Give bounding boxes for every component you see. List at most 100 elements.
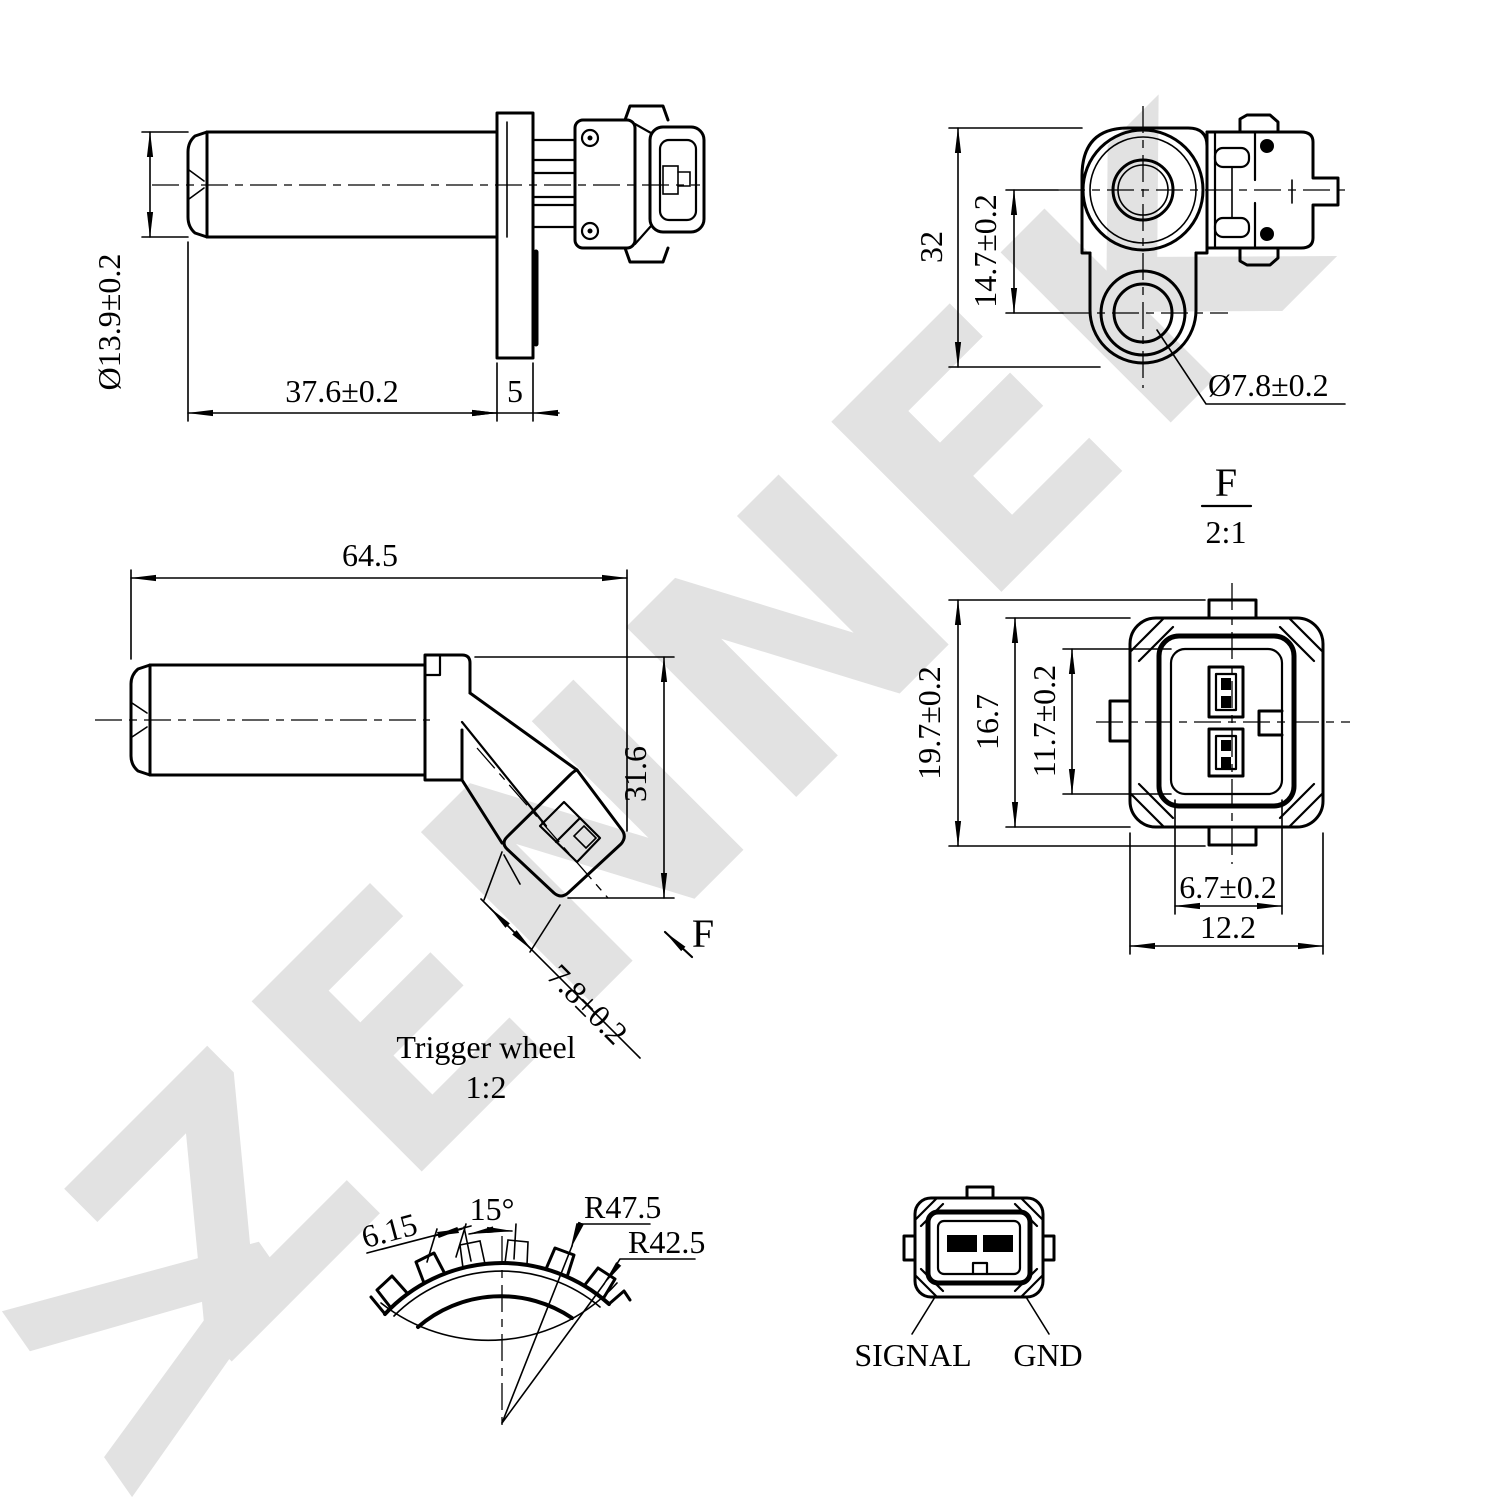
detail-pin2-mark-b: [1221, 757, 1231, 768]
barrel-ring-circle: [1089, 136, 1197, 244]
leader-root-radius-tail: [603, 1258, 696, 1285]
ext-lines-197: [948, 599, 1206, 847]
detail-view-scale: 2:1: [1206, 514, 1247, 550]
dim-arc-angle: [468, 1226, 513, 1235]
trigger-wheel-scale: 1:2: [466, 1069, 507, 1105]
leader-signal: [911, 1296, 936, 1335]
latch-dot-bottom: [1260, 227, 1274, 241]
front-tab-top: [1238, 113, 1280, 134]
detail-pin2-inner: [1214, 734, 1238, 771]
leader-outer-radius: [501, 1221, 585, 1424]
arm-inner-edge: [460, 720, 548, 828]
detail-inner-frame: [1156, 633, 1297, 809]
ext-lines-67: [1174, 799, 1283, 915]
sensor-tip-detail: [188, 169, 205, 200]
sensor-barrel-end-cap: [186, 130, 209, 239]
tooth-4: [504, 1239, 529, 1266]
dim-overall-height: 32: [913, 231, 949, 263]
head-socket-window: [538, 800, 602, 864]
view-direction-label: F: [692, 911, 714, 956]
connector-shroud: [648, 125, 706, 234]
connector-key-slot: [662, 165, 679, 195]
dim-body-height: 16.7: [969, 694, 1005, 750]
tooth-2: [414, 1251, 447, 1285]
detail-tab-bottom: [1207, 825, 1258, 847]
dim-outer-height: 19.7±0.2: [911, 666, 947, 780]
leader-outer-radius-tail: [571, 1223, 651, 1247]
mounting-lug-outline: [1088, 251, 1198, 365]
tooth-root-arc: [383, 1261, 611, 1316]
view-direction-arrow: [663, 930, 694, 959]
arm-bottom-edge: [460, 778, 504, 845]
angled-head-outline: [502, 768, 626, 898]
bracket-notch: [423, 653, 442, 677]
snap-pin-bottom: [580, 221, 600, 241]
mounting-hole-circle: [1112, 282, 1174, 344]
pinout-view: SIGNAL GND: [854, 1185, 1083, 1373]
dim-arrows-tooth: [433, 1226, 463, 1239]
dim-pin-span: 11.7±0.2: [1026, 665, 1062, 777]
barrel-outer-circle: [1081, 128, 1205, 252]
pin-label-gnd: GND: [1013, 1337, 1082, 1373]
dim-hole-offset: 14.7±0.2: [967, 194, 1003, 308]
pinout-inner-wall: [936, 1219, 1022, 1276]
head-socket-divider: [554, 816, 582, 844]
ext-lines-angle: [463, 1223, 517, 1262]
profile-view: 64.5 31.6 7.8±0.2 F: [95, 537, 714, 1059]
detail-outer-shell: [1128, 616, 1325, 829]
dim-outer-radius: R47.5: [584, 1189, 661, 1225]
dim-hole-diameter: Ø7.8±0.2: [1208, 367, 1329, 403]
front-connector-outline: [1205, 130, 1340, 250]
connector-slot-top: [1213, 146, 1251, 169]
connector-tab-bottom: [623, 246, 670, 264]
profile-barrel-outline: [148, 663, 427, 777]
connector-housing: [573, 118, 637, 250]
lug-boss-circle: [1099, 269, 1187, 357]
leader-root-radius: [501, 1262, 622, 1424]
rim-arc: [416, 1294, 574, 1329]
connector-slot-bottom: [1213, 216, 1251, 239]
ext-lines-645: [130, 569, 628, 832]
detail-pin1-mark-b: [1221, 696, 1231, 708]
pinout-tab-left: [902, 1234, 917, 1262]
dim-barrel-diameter: Ø13.9±0.2: [91, 254, 127, 391]
ext-lines-316: [474, 656, 675, 899]
leader-hole-diameter: [1156, 329, 1346, 405]
detail-corner-gussets: [1128, 616, 1325, 829]
ext-lines-167: [1005, 617, 1131, 828]
pinout-tab-top: [965, 1185, 995, 1200]
dim-overall-length: 64.5: [342, 537, 398, 573]
wheel-face-arc: [380, 1282, 618, 1342]
root-inner-arc: [393, 1270, 601, 1317]
dim-body-width: 12.2: [1200, 909, 1256, 945]
front-view: 32 14.7±0.2 Ø7.8±0.2: [913, 106, 1348, 405]
detail-pin1-outline: [1207, 665, 1245, 719]
dim-root-radius: R42.5: [628, 1224, 705, 1260]
detail-tab-top: [1207, 598, 1258, 620]
detail-view-label: F: [1215, 460, 1237, 505]
tooth-3: [459, 1240, 486, 1269]
barrel-bore-inner-circle: [1117, 164, 1169, 216]
trigger-wheel-title: Trigger wheel: [396, 1029, 575, 1065]
detail-inner-wall: [1169, 647, 1284, 796]
trigger-wheel-view: Trigger wheel 1:2 15° 6.15: [357, 1029, 705, 1428]
ext-lines-117: [1062, 648, 1172, 795]
pinout-gnd-pin: [983, 1235, 1013, 1252]
detail-pin2-mark-a: [1221, 740, 1231, 751]
dim-tooth-width: 6.15: [357, 1206, 420, 1255]
snap-pin-top-dot: [587, 135, 593, 141]
tooth-0-partial: [369, 1295, 387, 1316]
pinout-signal-pin: [947, 1235, 977, 1252]
latch-dot-top: [1260, 139, 1274, 153]
side-view: Ø13.9±0.2 37.6±0.2 5: [91, 104, 706, 422]
ext-lines-78: [483, 851, 561, 953]
ext-lines-32: [948, 127, 1101, 368]
pinout-key-notch: [971, 1261, 989, 1276]
profile-tip-detail: [131, 702, 148, 738]
shroud-chamfers: [633, 122, 653, 246]
pinout-tab-right: [1041, 1234, 1056, 1262]
dim-body-length: 37.6±0.2: [285, 373, 399, 409]
tooth-5: [544, 1246, 576, 1279]
connector-tab-top: [623, 104, 670, 122]
